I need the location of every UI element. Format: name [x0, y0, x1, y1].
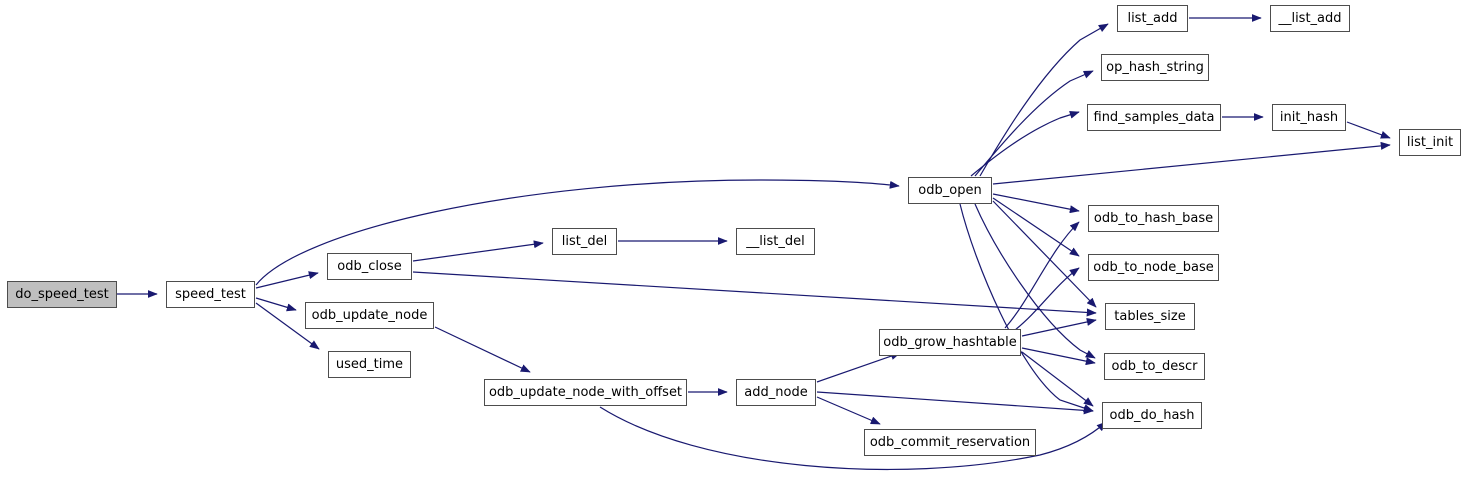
edge-speed_test-to-odb_update_node [255, 297, 297, 312]
graph-node-label: odb_close [337, 259, 402, 274]
edge-odb_grow_hashtable-to-odb_do_hash [1021, 351, 1094, 407]
graph-node-label: do_speed_test [15, 287, 109, 302]
graph-node-add_node[interactable]: add_node [736, 379, 816, 406]
edge-odb_update_node-to-odb_update_node_with_offset [434, 326, 531, 373]
edge-odb_grow_hashtable-to-odb_to_hash_base [1004, 221, 1080, 329]
graph-node-list_del[interactable]: list_del [552, 228, 617, 255]
graph-node-label: used_time [335, 357, 404, 372]
graph-node-odb_update_node_with_offset[interactable]: odb_update_node_with_offset [484, 379, 687, 406]
graph-node-label: list_add [1127, 11, 1178, 26]
graph-node-odb_open[interactable]: odb_open [908, 177, 992, 204]
edge-odb_open-to-op_hash_string [974, 70, 1094, 177]
graph-node-odb_commit_reservation[interactable]: odb_commit_reservation [864, 429, 1036, 456]
graph-node-label: odb_to_descr [1111, 359, 1198, 374]
graph-node-do_speed_test[interactable]: do_speed_test [7, 281, 117, 308]
edge-odb_grow_hashtable-to-odb_to_descr [1021, 347, 1096, 366]
graph-node-__list_del[interactable]: __list_del [736, 228, 815, 255]
graph-node-label: list_del [561, 234, 608, 249]
edge-odb_open-to-odb_to_hash_base [992, 193, 1080, 214]
edge-odb_open-to-find_samples_data [970, 110, 1080, 177]
edge-odb_grow_hashtable-to-odb_to_node_base [1014, 267, 1080, 331]
edge-odb_close-to-list_del [412, 240, 544, 262]
graph-node-__list_add[interactable]: __list_add [1270, 5, 1350, 32]
graph-node-label: odb_update_node_with_offset [488, 385, 683, 400]
graph-node-list_init[interactable]: list_init [1399, 129, 1461, 156]
edge-odb_open-to-odb_do_hash [959, 203, 1094, 412]
graph-node-label: odb_grow_hashtable [883, 335, 1017, 350]
graph-node-label: __list_del [746, 234, 805, 249]
graph-node-label: odb_do_hash [1109, 408, 1195, 423]
graph-node-label: init_hash [1279, 110, 1339, 125]
edge-odb_open-to-list_init [992, 141, 1391, 185]
graph-node-odb_update_node[interactable]: odb_update_node [305, 302, 434, 329]
edge-odb_open-to-list_add [979, 23, 1109, 177]
graph-node-tables_size[interactable]: tables_size [1105, 303, 1195, 330]
graph-node-odb_grow_hashtable[interactable]: odb_grow_hashtable [879, 329, 1021, 356]
edge-odb_open-to-tables_size [992, 200, 1097, 308]
graph-node-find_samples_data[interactable]: find_samples_data [1087, 104, 1221, 131]
graph-node-label: find_samples_data [1093, 110, 1215, 125]
graph-node-odb_to_hash_base[interactable]: odb_to_hash_base [1088, 205, 1219, 232]
graph-node-odb_do_hash[interactable]: odb_do_hash [1102, 402, 1202, 429]
graph-node-label: op_hash_string [1106, 60, 1204, 75]
graph-node-label: __list_add [1278, 11, 1342, 26]
graph-node-label: odb_commit_reservation [869, 435, 1031, 450]
edge-add_node-to-odb_do_hash [816, 391, 1094, 415]
graph-node-label: add_node [744, 385, 808, 400]
edge-odb_close-to-tables_size [412, 271, 1097, 317]
edge-add_node-to-odb_commit_reservation [816, 396, 881, 425]
edge-odb_open-to-odb_to_node_base [992, 197, 1080, 257]
edge-init_hash-to-list_init [1346, 121, 1391, 139]
graph-node-label: list_init [1406, 135, 1454, 150]
graph-node-used_time[interactable]: used_time [328, 351, 411, 378]
graph-node-list_add[interactable]: list_add [1117, 5, 1188, 32]
edge-speed_test-to-odb_close [255, 271, 319, 289]
graph-node-label: odb_to_hash_base [1093, 211, 1214, 226]
graph-node-label: speed_test [175, 287, 246, 302]
graph-node-odb_to_descr[interactable]: odb_to_descr [1104, 353, 1205, 380]
edge-odb_grow_hashtable-to-tables_size [1021, 318, 1097, 337]
graph-node-odb_close[interactable]: odb_close [327, 253, 412, 280]
graph-node-label: odb_update_node [311, 308, 428, 323]
graph-node-odb_to_node_base[interactable]: odb_to_node_base [1088, 254, 1219, 281]
graph-node-label: odb_open [918, 183, 982, 198]
graph-node-label: odb_to_node_base [1093, 260, 1214, 275]
edge-add_node-to-odb_grow_hashtable [816, 352, 901, 383]
graph-node-op_hash_string[interactable]: op_hash_string [1101, 54, 1209, 81]
graph-node-speed_test[interactable]: speed_test [166, 281, 255, 308]
graph-node-init_hash[interactable]: init_hash [1272, 104, 1346, 131]
graph-node-label: tables_size [1114, 309, 1186, 324]
